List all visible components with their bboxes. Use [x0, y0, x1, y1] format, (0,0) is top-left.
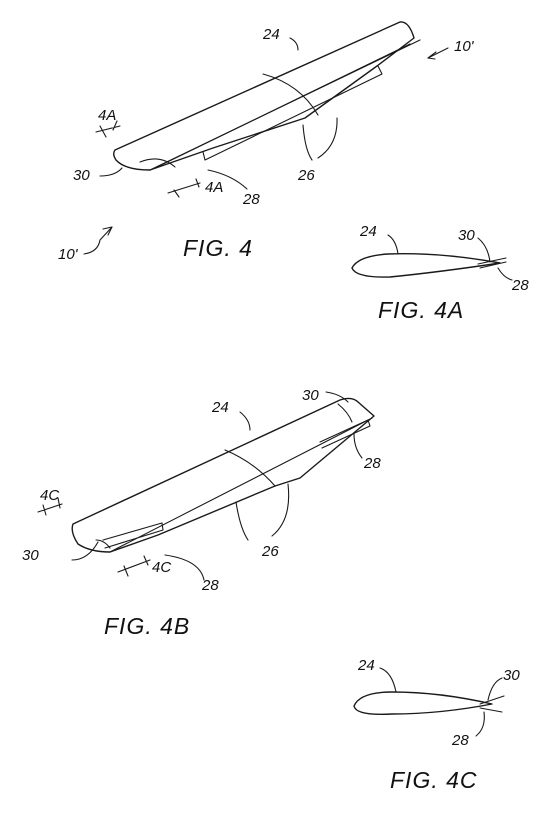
caption-fig-4c: FIG. 4C — [390, 767, 478, 793]
figure-4a: 24 30 28 FIG. 4A — [351, 223, 529, 323]
label-24: 24 — [359, 223, 377, 240]
wing-outline — [71, 397, 375, 553]
figure-4b: 24 30 28 4C 30 4C 28 26 FIG. 4B — [22, 387, 381, 639]
label-26: 26 — [297, 167, 315, 184]
label-28: 28 — [511, 277, 529, 294]
label-24: 24 — [357, 657, 375, 674]
leader-lines-4b — [37, 391, 363, 581]
label-30: 30 — [503, 667, 520, 684]
label-30: 30 — [458, 227, 475, 244]
label-28-left: 28 — [201, 577, 219, 594]
caption-fig-4a: FIG. 4A — [378, 297, 464, 323]
wing-outline — [113, 21, 421, 171]
label-30-left: 30 — [22, 547, 39, 564]
airfoil-section — [351, 253, 507, 278]
label-4c-upper: 4C — [40, 487, 59, 504]
leader-lines — [83, 37, 449, 255]
label-10-prime-lower: 10' — [58, 246, 79, 263]
label-28-right: 28 — [363, 455, 381, 472]
figure-4: 24 10' 4A 30 4A 28 26 10' FIG. 4 — [58, 21, 475, 263]
label-28: 28 — [242, 191, 260, 208]
airfoil-section — [353, 691, 505, 716]
label-4a-lower: 4A — [205, 179, 223, 196]
label-24: 24 — [211, 399, 229, 416]
leader-lines-4a — [387, 234, 513, 281]
label-4a-upper: 4A — [98, 107, 116, 124]
label-28: 28 — [451, 732, 469, 749]
label-10-prime: 10' — [454, 38, 475, 55]
label-30-right: 30 — [302, 387, 319, 404]
label-24: 24 — [262, 26, 280, 43]
label-30: 30 — [73, 167, 90, 184]
caption-fig-4b: FIG. 4B — [104, 613, 190, 639]
figure-4c: 24 30 28 FIG. 4C — [353, 657, 520, 793]
caption-fig-4: FIG. 4 — [183, 235, 253, 261]
label-26: 26 — [261, 543, 279, 560]
leader-lines-4c — [379, 667, 503, 737]
label-4c-lower: 4C — [152, 559, 171, 576]
